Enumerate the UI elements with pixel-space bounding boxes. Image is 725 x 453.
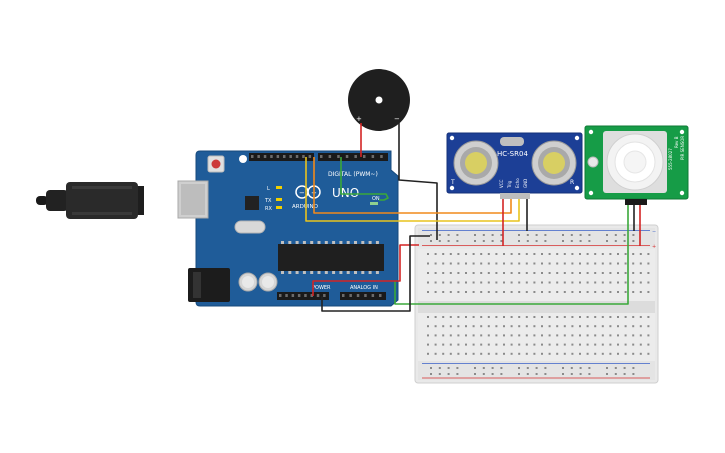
bottom-power-rail xyxy=(418,361,655,380)
digital-pin-sockets xyxy=(251,155,383,158)
analog-header-label: ANALOG IN xyxy=(350,285,378,291)
svg-text:Echo: Echo xyxy=(515,178,520,188)
wire-5v-red xyxy=(312,244,419,296)
usb-cable-tail xyxy=(36,196,48,205)
mounting-hole xyxy=(239,155,247,163)
usb-cable[interactable] xyxy=(36,182,144,219)
buzzer-minus-label: − xyxy=(394,115,400,123)
top-power-rail xyxy=(418,228,655,247)
led-tx-label: TX xyxy=(264,198,272,204)
svg-text:GND: GND xyxy=(523,179,528,188)
terminal-strip-lower xyxy=(418,313,655,361)
board-model-label: UNO xyxy=(332,186,359,200)
pir-label-rev: Rev B xyxy=(674,136,679,148)
wire-trig-orange xyxy=(313,157,512,214)
usb-interface-chip xyxy=(245,196,259,210)
sensor-crystal xyxy=(500,137,524,146)
on-led xyxy=(370,202,378,205)
svg-text:−: − xyxy=(299,189,305,197)
led-l-label: L xyxy=(267,186,270,192)
pir-label-name: PIR SENSOR xyxy=(680,136,685,160)
sonar-model-label: HC-SR04 xyxy=(497,150,528,158)
on-led-label: ON xyxy=(372,196,380,202)
svg-text:Trig: Trig xyxy=(507,180,512,189)
svg-text:VCC: VCC xyxy=(499,179,504,188)
pir-motion-sensor[interactable]: 555-28027 Rev B PIR SENSOR xyxy=(584,125,689,205)
buzzer-plus-label: + xyxy=(356,115,362,123)
terminal-holes xyxy=(427,253,650,355)
sonar-t-label: T xyxy=(450,179,455,186)
arduino-uno-board[interactable]: DIGITAL (PWM~) − + UNO ARDUINO ON L TX R… xyxy=(177,150,399,307)
hc-sr04-ultrasonic-sensor[interactable]: HC-SR04 T R VCC Trig Echo GND xyxy=(446,132,583,199)
digital-header-label: DIGITAL (PWM~) xyxy=(328,171,378,178)
wire-gnd-black xyxy=(321,235,430,312)
wire-pir-out-green xyxy=(394,205,629,305)
reset-button-cap xyxy=(211,159,221,169)
crystal-oscillator xyxy=(234,220,266,234)
center-channel xyxy=(418,301,655,313)
usb-strain-relief xyxy=(46,190,68,211)
receiver-transducer xyxy=(531,140,577,186)
rail-plus-mark: + xyxy=(652,244,656,250)
sonar-header-pins xyxy=(500,193,530,199)
analog-header xyxy=(340,292,386,300)
sonar-r-label: R xyxy=(570,179,574,186)
bottom-rail-holes xyxy=(430,367,635,375)
usb-plug-body xyxy=(66,182,138,219)
pir-fresnel-dome xyxy=(603,131,667,193)
led-rx-label: RX xyxy=(265,206,272,212)
pir-jumper xyxy=(587,156,599,168)
atmega-microcontroller xyxy=(278,244,384,271)
sonar-pin-labels: VCC Trig Echo GND xyxy=(499,178,528,189)
piezo-buzzer[interactable]: + − xyxy=(348,69,410,131)
wire-echo-yellow xyxy=(305,157,520,222)
top-rail-holes xyxy=(430,234,635,242)
breadboard[interactable]: − + xyxy=(414,224,659,384)
wires xyxy=(305,123,641,312)
digital-header-high xyxy=(249,153,314,161)
pir-header-pins xyxy=(625,199,647,205)
digital-header-low xyxy=(318,153,388,161)
rail-minus-mark: − xyxy=(652,229,656,235)
wire-pir-signal-green xyxy=(340,157,389,201)
power-header xyxy=(277,292,329,300)
wire-buzzer-negative-black xyxy=(398,123,438,240)
transmitter-transducer xyxy=(453,140,499,186)
buzzer-hole xyxy=(375,96,383,104)
terminal-strip-upper xyxy=(418,249,655,301)
pir-label-part: 555-28027 xyxy=(668,148,673,170)
power-header-label: POWER xyxy=(312,285,331,291)
